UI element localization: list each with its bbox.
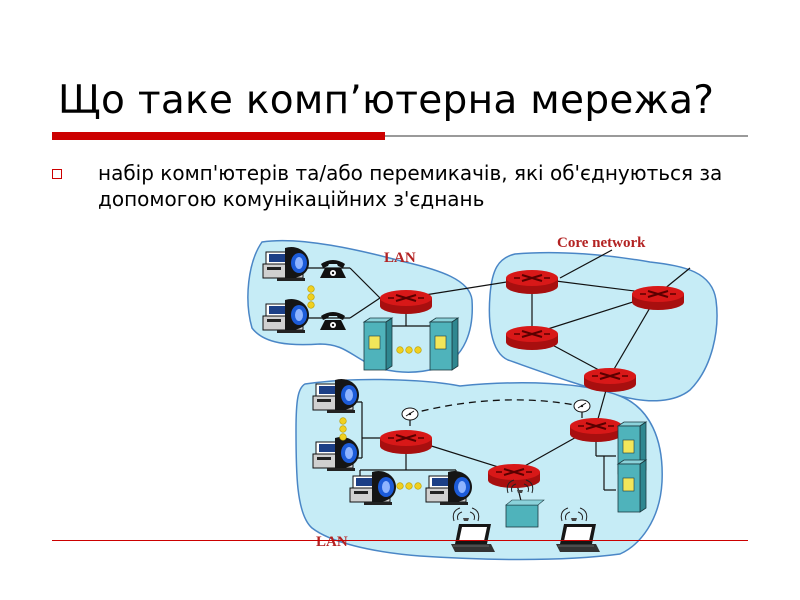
lan-top-label: LAN [384,250,416,266]
router-icon [569,417,623,443]
server-icon [617,459,647,513]
router-icon [505,325,559,351]
computer-icon [312,436,360,472]
access-point-icon [505,499,545,528]
server-icon [429,317,459,371]
lan-bottom-label: LAN [316,534,348,550]
more-devices-dots [307,285,422,490]
core-network-label: Core network [557,235,646,251]
computer-icon [262,298,310,334]
router-icon [583,367,637,393]
wireless-link [409,399,581,415]
bullet-text: набір комп'ютерів та/або перемикачів, як… [98,161,723,211]
footer-rule [52,540,748,541]
bullet-square-icon [52,169,62,179]
computer-icon [262,246,310,282]
slide-title: Що таке комп’ютерна мережа? [58,78,715,123]
server-icon [363,317,393,371]
router-icon [379,429,433,455]
router-icon [631,285,685,311]
title-accent-bar [52,132,385,140]
router-icon [379,289,433,315]
computer-icon [425,470,473,506]
title-underline [52,135,748,137]
computer-icon [349,470,397,506]
router-icon [505,269,559,295]
computer-icon [312,378,360,414]
